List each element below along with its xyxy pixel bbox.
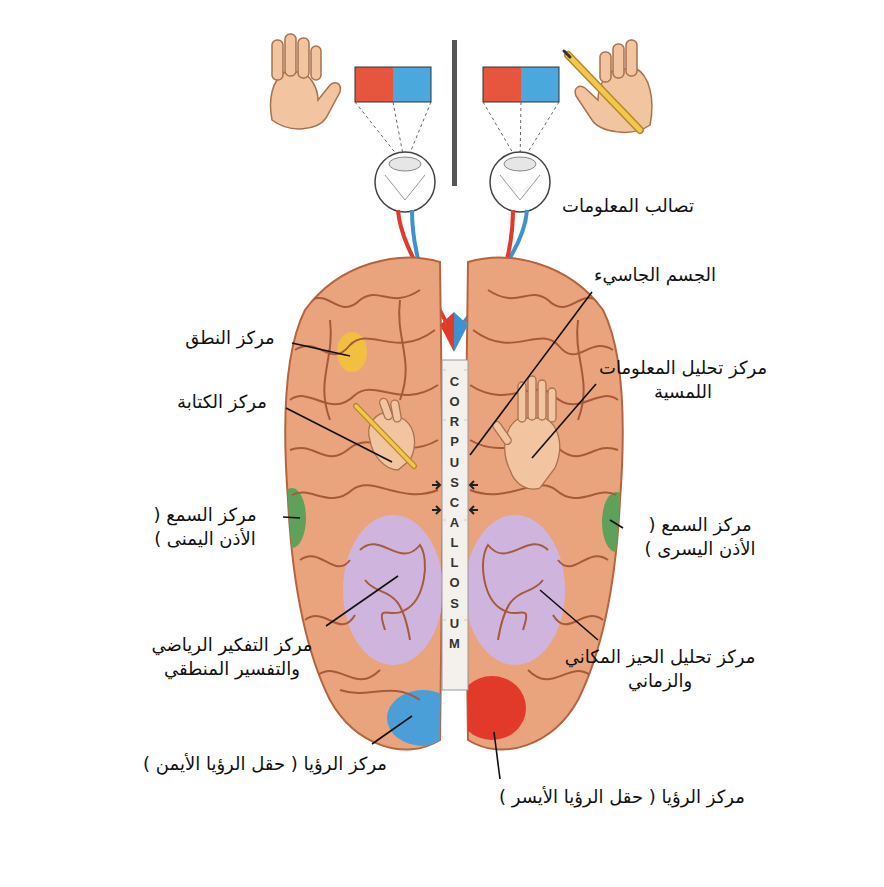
spatial-label: مركز تحليل الحيز المكاني والزماني xyxy=(560,645,760,694)
vision-label: مركز الرؤيا ( حقل الرؤيا الأيسر ) xyxy=(499,785,745,809)
hearing-label: مركز السمع ( الأذن اليمنى ) xyxy=(135,503,275,552)
chiasm-label: تصالب المعلومات xyxy=(562,194,694,218)
speech-label: مركز النطق xyxy=(185,326,275,350)
logic-label: مركز التفكير الرياضي والتفسير المنطقي xyxy=(132,633,332,682)
hearing-label: مركز السمع ( الأذن اليسرى ) xyxy=(630,513,770,562)
vision-label: مركز الرؤيا ( حقل الرؤيا الأيمن ) xyxy=(143,752,387,776)
corpus-label: الجسم الجاسيء xyxy=(594,263,716,287)
writing-label: مركز الكتابة xyxy=(177,390,267,414)
touch-label: مركز تحليل المعلومات اللمسية xyxy=(598,356,768,405)
corpus-text: CORPUS CALLOSUM xyxy=(448,372,461,654)
